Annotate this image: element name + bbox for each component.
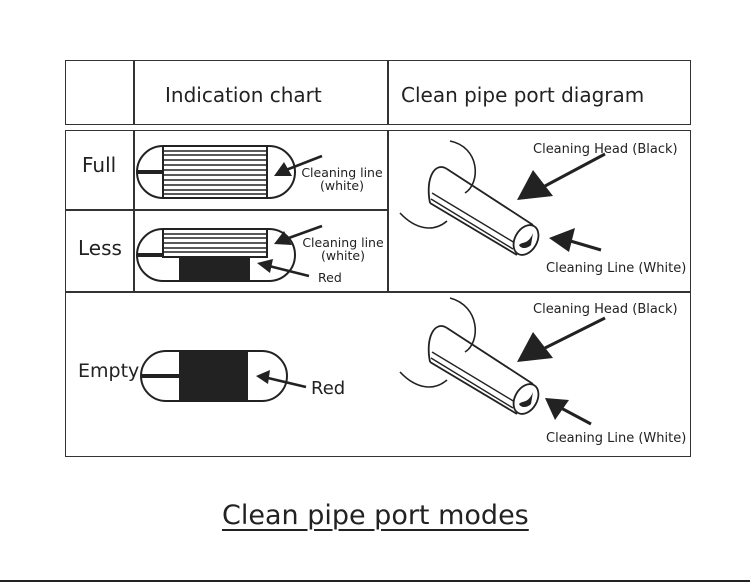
full-cleaning-line-label: Cleaning line (white) xyxy=(300,166,384,192)
header-table xyxy=(65,60,691,125)
header-clean-pipe-port-diagram: Clean pipe port diagram xyxy=(401,83,645,107)
divider xyxy=(65,209,388,211)
arrow-icon xyxy=(545,398,592,426)
header-divider xyxy=(133,60,135,125)
cleaning-line-text: Cleaning line xyxy=(301,165,383,180)
pipe-port-diagram-icon xyxy=(399,140,540,256)
row-label-less: Less xyxy=(78,236,122,260)
empty-red-label: Red xyxy=(311,378,346,399)
less-indicator-icon xyxy=(136,228,296,282)
row-label-empty: Empty xyxy=(78,360,140,382)
empty-indicator-icon xyxy=(140,350,288,402)
arrow-icon xyxy=(274,224,323,245)
arrow-icon xyxy=(517,152,606,200)
arrow-icon xyxy=(256,370,307,389)
divider xyxy=(387,130,389,292)
header-divider xyxy=(387,60,389,125)
cleaning-line-sub-text: (white) xyxy=(321,248,365,263)
header-indication-chart: Indication chart xyxy=(165,83,322,107)
cleaning-line-label: Cleaning Line (White) xyxy=(546,431,687,446)
cleaning-head-label: Cleaning Head (Black) xyxy=(533,142,678,157)
divider xyxy=(133,130,135,292)
cleaning-line-text: Cleaning line xyxy=(302,235,384,250)
less-red-label: Red xyxy=(318,270,342,285)
arrow-icon xyxy=(274,154,323,176)
body-table xyxy=(65,130,691,457)
arrow-icon xyxy=(549,228,602,252)
less-cleaning-line-label: Cleaning line (white) xyxy=(301,236,385,262)
cleaning-line-sub-text: (white) xyxy=(320,178,364,193)
pipe-port-diagram-icon xyxy=(399,297,540,415)
cleaning-head-label: Cleaning Head (Black) xyxy=(533,302,678,317)
row-label-full: Full xyxy=(82,153,117,177)
caption-title: Clean pipe port modes xyxy=(222,500,529,531)
bottom-divider xyxy=(0,580,750,582)
divider xyxy=(65,291,691,293)
arrow-icon xyxy=(517,316,606,362)
cleaning-line-label: Cleaning Line (White) xyxy=(546,261,687,276)
arrow-icon xyxy=(257,259,310,278)
full-indicator-icon xyxy=(136,145,296,199)
